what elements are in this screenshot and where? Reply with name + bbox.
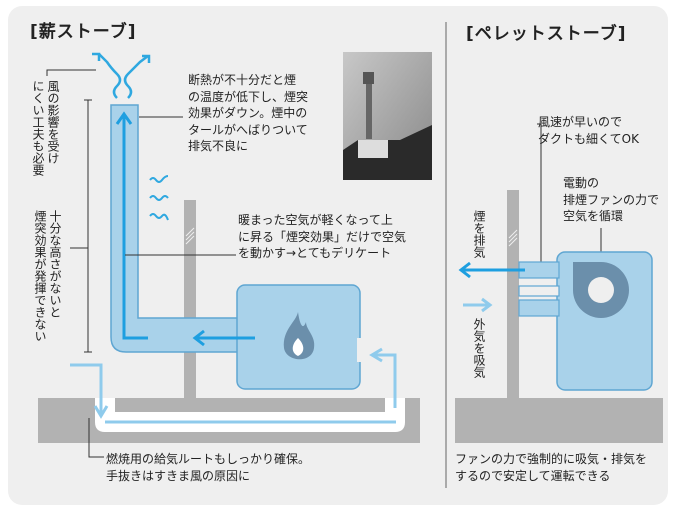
- wood-stove-title: [薪ストーブ]: [30, 22, 137, 42]
- flame-icon: [283, 312, 315, 360]
- floor-left: [38, 398, 420, 443]
- wall-right: [507, 190, 519, 400]
- note-line: ダクトも細くてOK: [538, 131, 639, 146]
- note-duct: 風速が早いので ダクトも細くてOK: [538, 114, 639, 147]
- fan-icon: [573, 262, 629, 318]
- note-air-supply: 燃焼用の給気ルートもしっかり確保。 手抜きはすきま風の原因に: [106, 451, 310, 484]
- smoke-flow-arrow: [115, 111, 255, 347]
- smoke-wave-icon: [92, 52, 151, 99]
- note-line: ファンの力で強制的に吸気・排気を: [455, 452, 648, 466]
- label-exhaust: 煙を排気: [472, 210, 486, 258]
- note-line: 電動の: [563, 176, 600, 190]
- note-line: 断熱が不十分だと煙: [188, 73, 297, 87]
- note-line: タールがへばりついて: [188, 122, 308, 137]
- note-line: 排煙ファンの力で: [563, 192, 660, 207]
- note-line: 煙突効果が発揮できない: [33, 210, 47, 342]
- label-intake: 外気を吸気: [472, 318, 486, 378]
- note-pellet-bottom: ファンの力で強制的に吸気・排気を するので安定して運転できる: [455, 451, 647, 484]
- note-line: 風速が早いので: [538, 115, 623, 129]
- note-line: 空気を循環: [563, 209, 624, 223]
- heat-wave-icon: [149, 175, 169, 221]
- note-height: 十分な高さがないと 煙突効果が発揮できない: [32, 210, 62, 342]
- note-line: 手抜きはすきま風の原因に: [106, 468, 251, 483]
- note-line: 風の影響を受け: [46, 80, 60, 164]
- pellet-stove-title: [ペレットストーブ]: [466, 24, 627, 44]
- note-line: するので安定して運転できる: [455, 468, 611, 483]
- chimney-photo: [343, 52, 432, 180]
- note-wind: 風の影響を受け にくい工夫も必要: [30, 80, 60, 176]
- note-line: 効果がダウン。煙中の: [188, 106, 308, 120]
- duct-pipes: [518, 261, 560, 317]
- exhaust-arrow: [458, 261, 525, 279]
- floor-right: [455, 398, 663, 443]
- intake-arrow: [463, 297, 493, 313]
- note-fan: 電動の 排煙ファンの力で 空気を循環: [563, 175, 659, 225]
- note-insulation: 断熱が不十分だと煙 の温度が低下し、煙突 効果がダウン。煙中の タールがへばりつ…: [188, 72, 308, 155]
- note-line: 十分な高さがないと: [48, 210, 62, 318]
- note-line: の温度が低下し、煙突: [188, 89, 309, 104]
- note-line: 暖まった空気が軽くなって上: [238, 213, 393, 227]
- note-line: にくい工夫も必要: [31, 80, 45, 176]
- note-line: 燃焼用の給気ルートもしっかり確保。: [106, 452, 311, 466]
- note-line: を動かす→とてもデリケート: [238, 246, 392, 260]
- note-chimney-effect: 暖まった空気が軽くなって上 に昇る「煙突効果」だけで空気 を動かす→とてもデリケ…: [238, 212, 406, 262]
- note-line: に昇る「煙突効果」だけで空気: [238, 229, 407, 244]
- air-supply-arrow: [70, 347, 397, 419]
- note-line: 排気不良に: [188, 139, 249, 153]
- wall: [184, 200, 196, 400]
